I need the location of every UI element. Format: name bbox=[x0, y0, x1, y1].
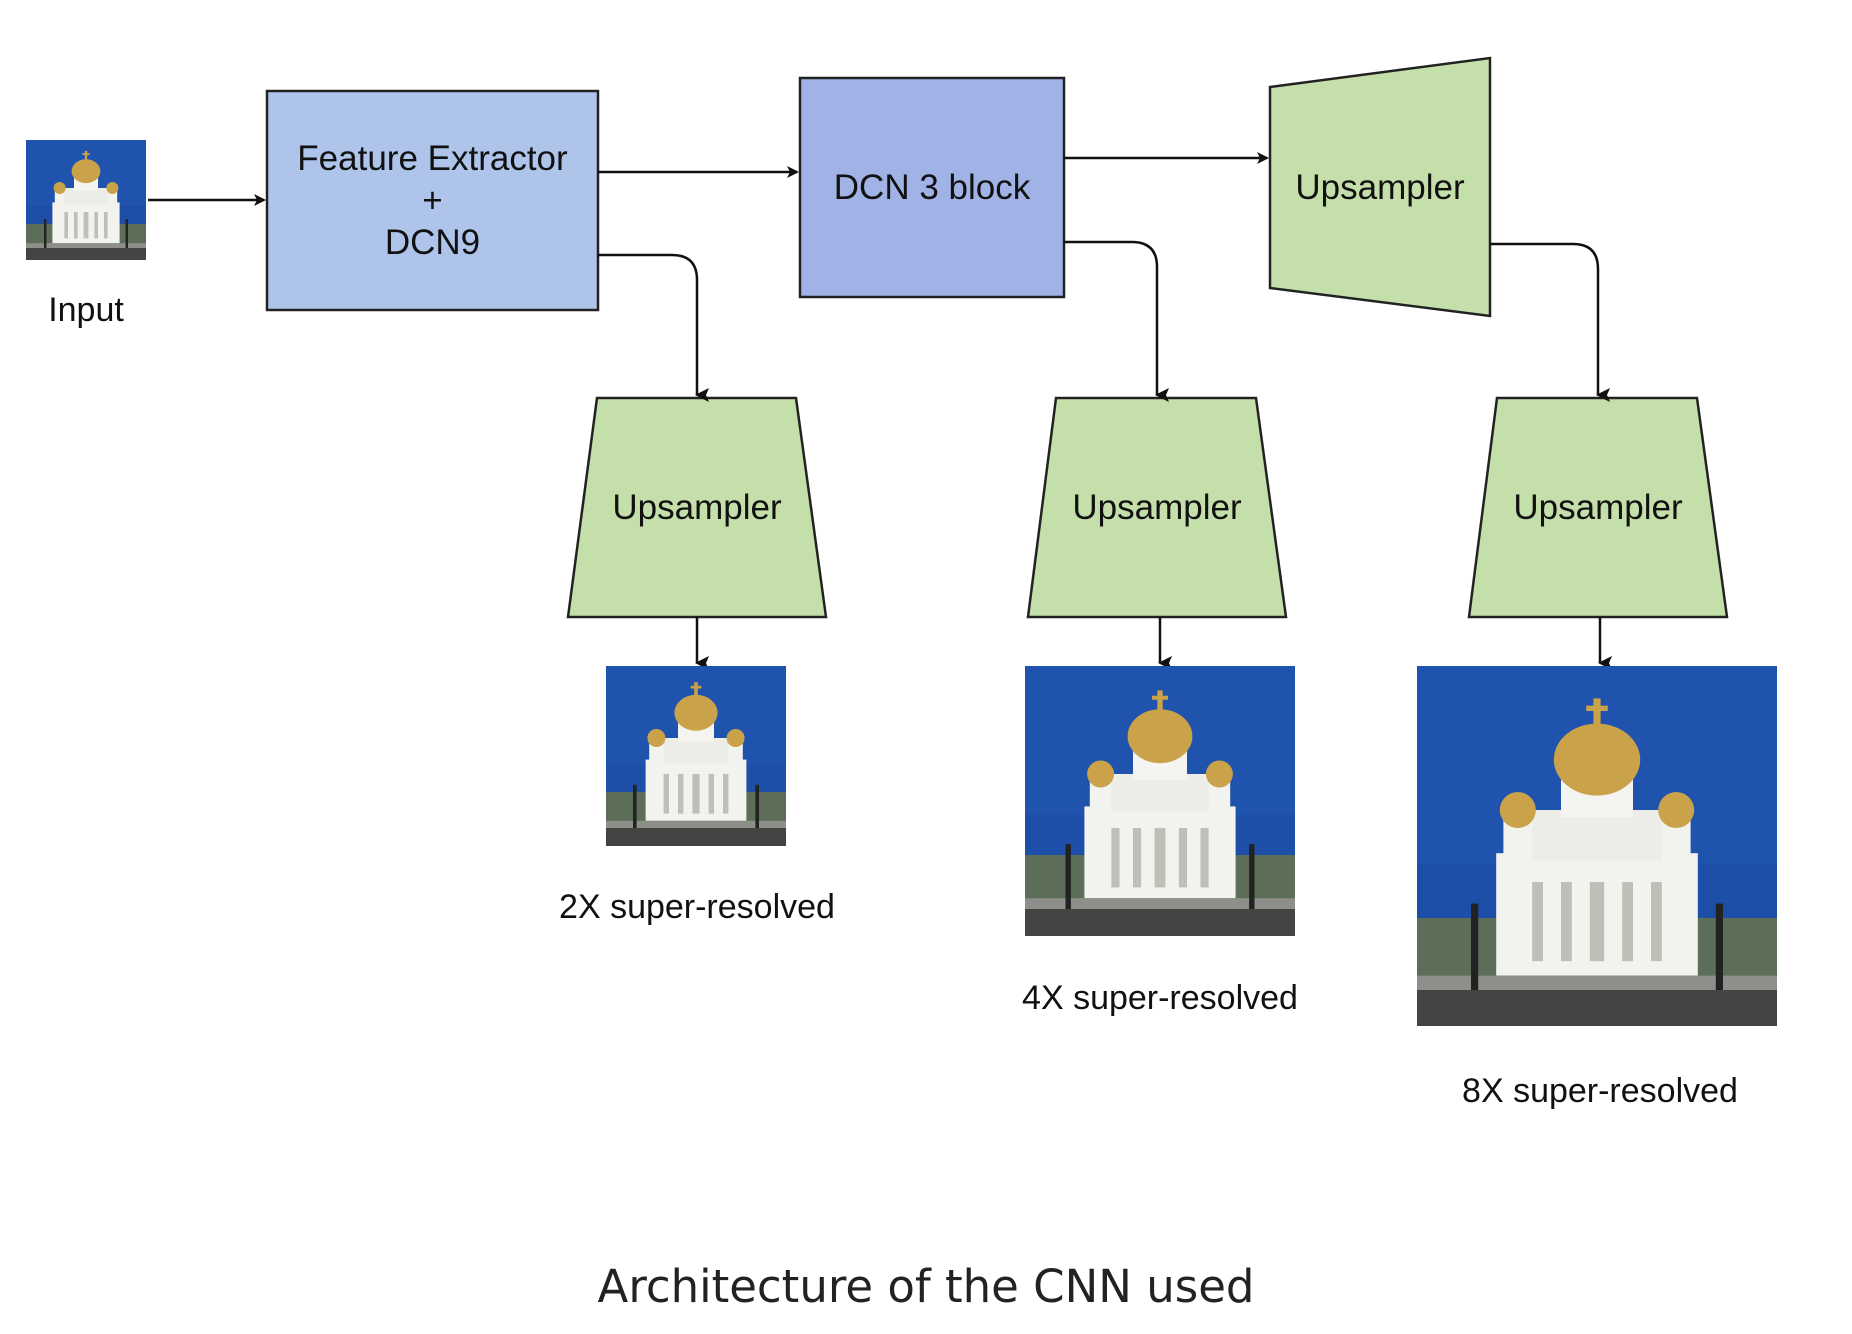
output-2x-image bbox=[606, 666, 786, 846]
feature-extractor-line1: Feature Extractor bbox=[297, 138, 568, 178]
upsampler-top-label: Upsampler bbox=[1295, 167, 1465, 207]
upsampler-top-shape bbox=[1268, 56, 1492, 318]
output-2x-label: 2X super-resolved bbox=[559, 888, 835, 926]
upsampler-2-shape bbox=[1026, 396, 1288, 619]
figure-caption: Architecture of the CNN used bbox=[597, 1260, 1255, 1313]
dcn3-block-box bbox=[798, 76, 1066, 299]
output-4x-label: 4X super-resolved bbox=[1022, 979, 1298, 1017]
feature-extractor-line2: + bbox=[422, 180, 443, 220]
upsampler-1-label: Upsampler bbox=[612, 487, 782, 527]
feature-extractor-box bbox=[265, 89, 600, 312]
upsampler-3-label: Upsampler bbox=[1513, 487, 1683, 527]
feature-extractor-line3: DCN9 bbox=[384, 222, 481, 262]
upsampler-3-shape bbox=[1467, 396, 1729, 619]
output-8x-image bbox=[1417, 666, 1777, 1026]
feature-extractor-label: Feature Extractor + DCN9 bbox=[267, 91, 598, 310]
upsampler-1-shape bbox=[566, 396, 828, 619]
input-label: Input bbox=[48, 291, 124, 329]
dcn3-block-label: DCN 3 block bbox=[833, 167, 1031, 207]
upsampler-2-label: Upsampler bbox=[1072, 487, 1242, 527]
input-image bbox=[26, 140, 146, 260]
arrow-fe-to-up1 bbox=[598, 253, 709, 402]
output-8x-label: 8X super-resolved bbox=[1462, 1072, 1738, 1110]
output-4x-image bbox=[1025, 666, 1295, 936]
arrow-up-to-up3 bbox=[1490, 242, 1610, 402]
arrow-dcn3-to-up2 bbox=[1064, 240, 1169, 402]
